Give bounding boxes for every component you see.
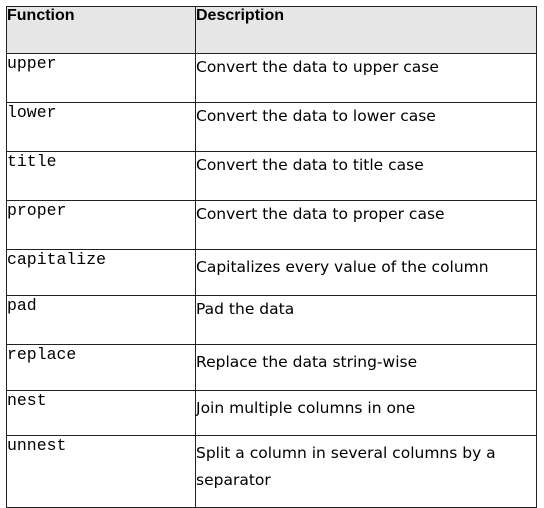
function-description: Join multiple columns in one — [195, 390, 537, 436]
function-description: Capitalizes every value of the column — [195, 249, 537, 296]
function-name: upper — [6, 53, 196, 103]
function-name: unnest — [6, 435, 196, 508]
function-description: Convert the data to lower case — [195, 102, 537, 152]
function-name: replace — [6, 344, 196, 391]
function-description: Replace the data string-wise — [195, 344, 537, 391]
header-function: Function — [6, 6, 196, 54]
function-name: lower — [6, 102, 196, 152]
function-name: proper — [6, 200, 196, 250]
table-row: upper Convert the data to upper case — [6, 53, 537, 103]
function-description: Split a column in several columns by a s… — [195, 435, 537, 508]
function-description: Convert the data to upper case — [195, 53, 537, 103]
table-row: unnest Split a column in several columns… — [6, 435, 537, 508]
functions-table: Function Description upper Convert the d… — [6, 6, 537, 508]
function-description: Convert the data to title case — [195, 151, 537, 201]
header-description: Description — [195, 6, 537, 54]
function-description: Convert the data to proper case — [195, 200, 537, 250]
function-name: title — [6, 151, 196, 201]
header-row: Function Description — [6, 6, 537, 54]
table-row: replace Replace the data string-wise — [6, 344, 537, 391]
table-row: pad Pad the data — [6, 295, 537, 345]
table-row: proper Convert the data to proper case — [6, 200, 537, 250]
table-row: title Convert the data to title case — [6, 151, 537, 201]
table-row: nest Join multiple columns in one — [6, 390, 537, 436]
table-row: lower Convert the data to lower case — [6, 102, 537, 152]
table-row: capitalize Capitalizes every value of th… — [6, 249, 537, 296]
function-name: pad — [6, 295, 196, 345]
function-description: Pad the data — [195, 295, 537, 345]
function-name: nest — [6, 390, 196, 436]
function-name: capitalize — [6, 249, 196, 296]
